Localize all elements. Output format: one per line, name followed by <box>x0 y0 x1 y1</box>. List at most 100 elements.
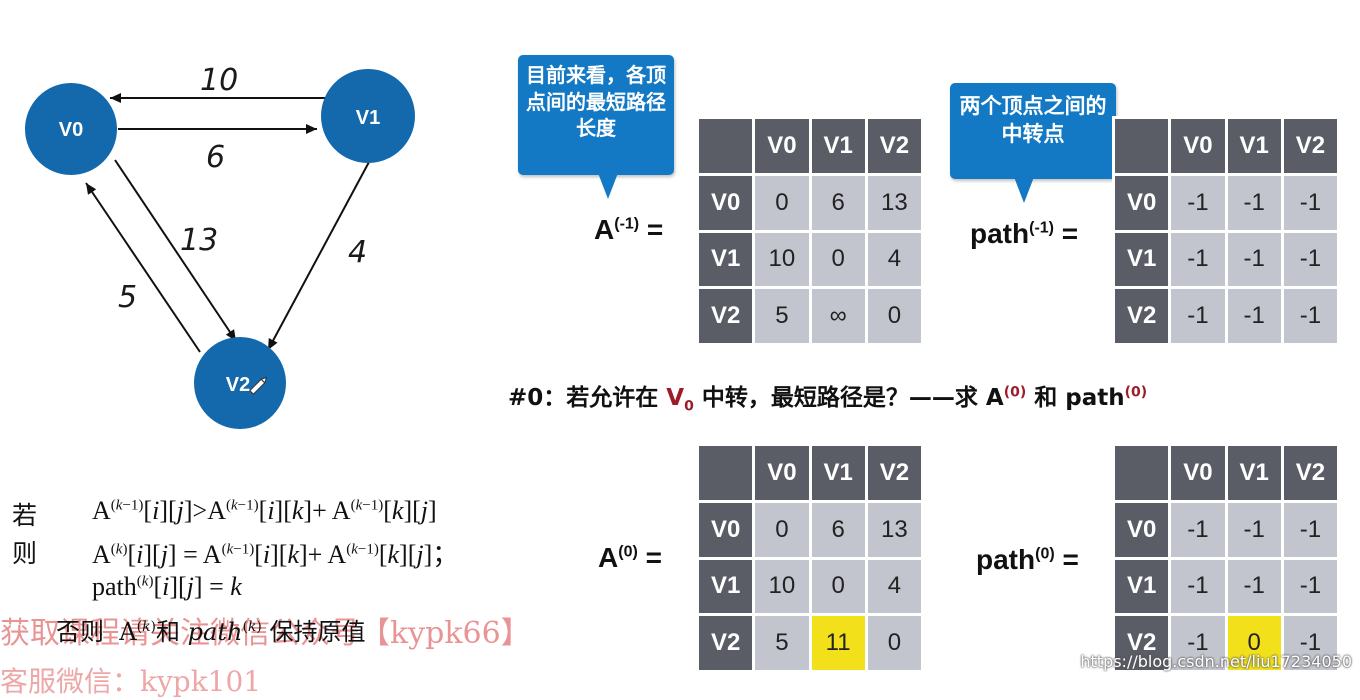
matrix-row-header: V1 <box>1115 232 1169 287</box>
matrix-cell: ∞ <box>811 289 865 343</box>
matrix-cell: -1 <box>1171 502 1225 557</box>
step-description: #0：若允许在 V0 中转，最短路径是？——求 A(0) 和 path(0) <box>508 384 1148 415</box>
matrix-cell: 5 <box>755 289 809 343</box>
edge-label-v1-v2: 4 <box>348 235 367 270</box>
matrix-col-header: V0 <box>1171 446 1225 500</box>
matrix-cell: 0 <box>867 289 921 343</box>
matrix-cell: 0 <box>755 502 809 557</box>
update-rule: 若 A(k−1)[i][j]>A(k−1)[i][k]+ A(k−1)[k][j… <box>12 496 512 610</box>
matrix-cell: -1 <box>1227 232 1281 287</box>
matrix-corner <box>1115 446 1169 500</box>
matrix-corner <box>699 119 753 173</box>
matrix-cell: -1 <box>1171 559 1225 614</box>
matrix-row-header: V0 <box>1115 175 1169 230</box>
rule-otherwise: 否则 A(k)和 path(k) 保持原值 <box>56 618 366 646</box>
callout-path-note: 两个顶点之间的中转点 <box>950 83 1116 203</box>
matrix-cell: 6 <box>811 502 865 557</box>
matrix-col-header: V0 <box>1171 119 1225 173</box>
rule-then-keyword: 则 <box>12 539 38 568</box>
source-url: https://blog.csdn.net/liu17234050 <box>1080 652 1352 671</box>
pencil-icon <box>249 376 268 395</box>
matrix-cell: 13 <box>867 175 921 230</box>
matrix-row-header: V1 <box>699 559 753 614</box>
matrix-col-header: V1 <box>811 119 865 173</box>
matrix-cell: -1 <box>1171 175 1225 230</box>
matrix-row-header: V2 <box>699 289 753 343</box>
rule-if-keyword: 若 <box>12 501 38 530</box>
matrix-col-header: V1 <box>1227 119 1281 173</box>
rule-then-row: 则 A(k)[i][j] = A(k−1)[i][k]+ A(k−1)[k][j… <box>12 534 512 572</box>
callout-distance-note: 目前来看，各顶点间的最短路径长度 <box>518 55 674 199</box>
label-path-init: path(-1) = <box>970 218 1079 249</box>
node-v0-label: V0 <box>59 119 83 141</box>
matrix-cell: -1 <box>1283 502 1337 557</box>
matrix-col-header: V2 <box>867 119 921 173</box>
matrix-cell: 0 <box>811 232 865 287</box>
edge-label-v1-v0: 10 <box>200 63 238 98</box>
label-a-0: A(0) = <box>598 542 662 573</box>
matrix-cell: -1 <box>1283 616 1337 670</box>
matrix-corner <box>699 446 753 500</box>
matrix-col-header: V2 <box>867 446 921 500</box>
edge-v1-v2 <box>267 161 370 351</box>
matrix-cell: 4 <box>867 232 921 287</box>
matrix-col-header: V2 <box>1283 446 1337 500</box>
matrix-cell: 0 <box>1227 616 1281 670</box>
matrix-col-header: V2 <box>1283 119 1337 173</box>
edge-label-v0-v1: 6 <box>206 140 225 175</box>
matrix-row-header: V2 <box>1115 289 1169 343</box>
matrix-cell: 0 <box>867 616 921 670</box>
matrix-cell: 4 <box>867 559 921 614</box>
matrix-cell: -1 <box>1227 559 1281 614</box>
matrix-cell: -1 <box>1283 175 1337 230</box>
rule-then-expression: A(k)[i][j] = A(k−1)[i][k]+ A(k−1)[k][j]； <box>92 540 459 569</box>
watermark-line-1: 获取课程请关注微信公众号【kypk66】 <box>0 616 531 651</box>
edge-label-v0-v2: 13 <box>180 223 218 258</box>
matrix-cell: -1 <box>1283 232 1337 287</box>
matrix-cell: -1 <box>1171 616 1225 670</box>
node-v2-label: V2 <box>226 374 250 396</box>
node-v2: V2 <box>194 337 286 429</box>
matrix-row-header: V0 <box>1115 502 1169 557</box>
rule-if-row: 若 A(k−1)[i][j]>A(k−1)[i][k]+ A(k−1)[k][j… <box>12 496 512 534</box>
edge-v2-v0 <box>85 182 201 353</box>
callout-distance-text: 目前来看，各顶点间的最短路径长度 <box>526 63 666 141</box>
matrix-cell: -1 <box>1283 289 1337 343</box>
matrix-cell: -1 <box>1171 289 1225 343</box>
matrix-cell: -1 <box>1283 559 1337 614</box>
watermark-line-2: 客服微信：kypk101 <box>0 665 262 698</box>
graph-diagram: 10 6 13 5 4 V0 V1 V2 <box>25 63 415 429</box>
matrix-cell: 0 <box>811 559 865 614</box>
matrix-corner <box>1115 119 1169 173</box>
matrix-row-header: V1 <box>1115 559 1169 614</box>
matrix-row-header: V1 <box>699 232 753 287</box>
callout-path-text: 两个顶点之间的中转点 <box>959 94 1107 146</box>
matrix-cell: 10 <box>755 559 809 614</box>
matrix-row-header: V0 <box>699 175 753 230</box>
label-path-0: path(0) = <box>976 544 1079 575</box>
edge-label-v2-v0: 5 <box>118 280 137 315</box>
matrix-cell: -1 <box>1227 502 1281 557</box>
matrix-col-header: V1 <box>811 446 865 500</box>
matrix-col-header: V0 <box>755 119 809 173</box>
step-vertex: V0 <box>666 385 694 415</box>
matrix-cell: 5 <box>755 616 809 670</box>
rule-if-expression: A(k−1)[i][j]>A(k−1)[i][k]+ A(k−1)[k][j] <box>92 496 437 525</box>
matrix-row-header: V0 <box>699 502 753 557</box>
matrix-row-header: V2 <box>1115 616 1169 670</box>
rule-path-row: path(k)[i][j] = k <box>12 572 512 610</box>
matrix-cell: 10 <box>755 232 809 287</box>
node-v0: V0 <box>25 83 117 175</box>
label-a-init: A(-1) = <box>594 214 664 245</box>
rule-path-expression: path(k)[i][j] = k <box>92 572 242 601</box>
node-v1-label: V1 <box>356 107 380 129</box>
matrix-col-header: V0 <box>755 446 809 500</box>
matrix-cell: 0 <box>755 175 809 230</box>
edge-v0-v2 <box>114 159 237 342</box>
matrix-row-header: V2 <box>699 616 753 670</box>
matrix-col-header: V1 <box>1227 446 1281 500</box>
